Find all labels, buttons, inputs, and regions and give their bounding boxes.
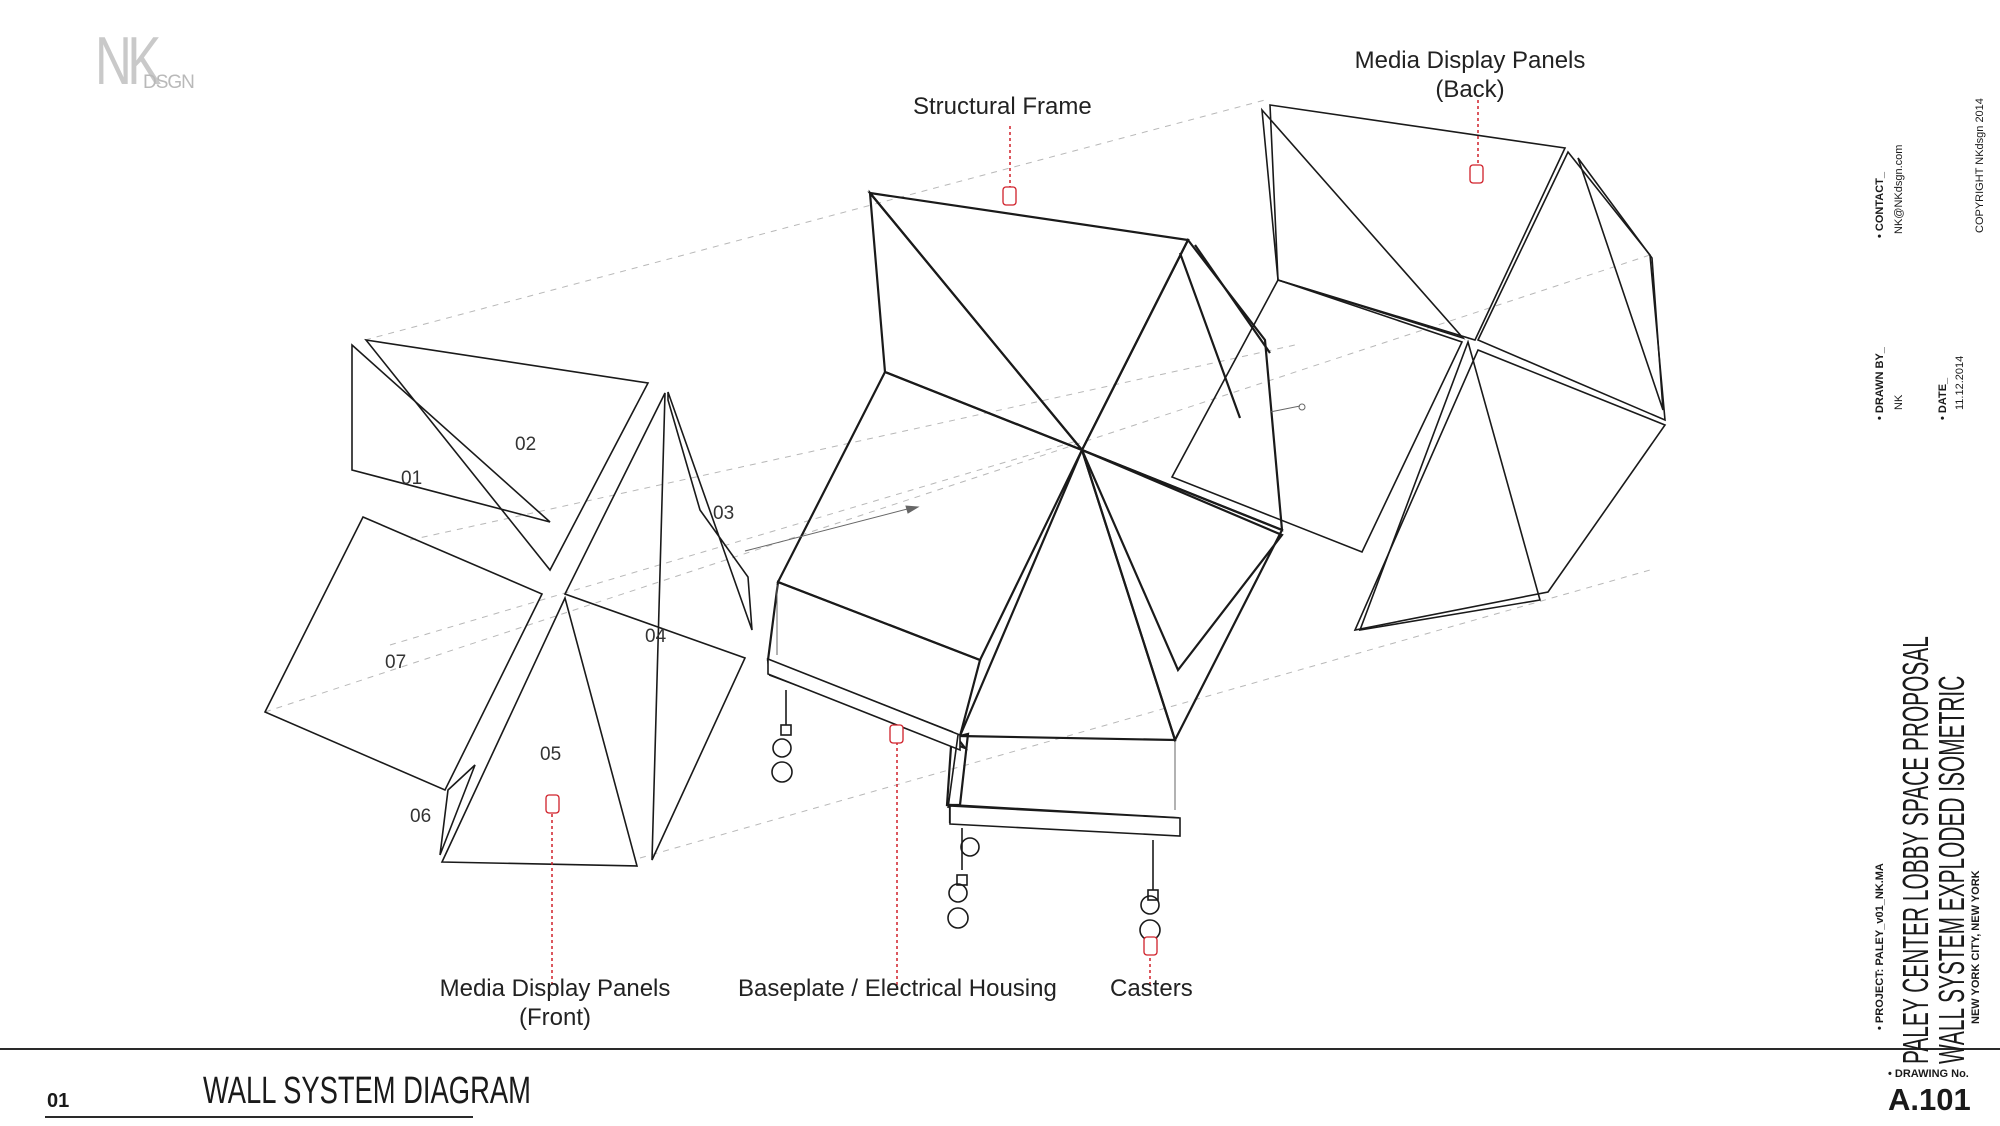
assembly-arrows: [744, 403, 1306, 810]
sheet-title-underline: [45, 1116, 473, 1118]
label-media-back-line1: Media Display Panels: [1354, 47, 1586, 74]
sheet-number: 01: [47, 1090, 70, 1112]
label-casters: Casters: [1110, 975, 1193, 1002]
panel-05: [440, 595, 639, 867]
sheet-border-line: [0, 1048, 2000, 1050]
project-location: NEW YORK CITY, NEW YORK: [1970, 870, 1982, 1024]
panel-number-labels: 01 02 03 04 05 06 07: [385, 434, 734, 827]
label-media-back: Media Display Panels (Back): [1340, 46, 1600, 104]
panel-number-03: 03: [713, 503, 734, 524]
caster-wheel-icon: [947, 828, 969, 929]
project-title-line2: WALL SYSTEM EXPLODED ISOMETRIC: [1931, 675, 1972, 1064]
project-label: • PROJECT: PALEY_v01_NK.MA: [1874, 863, 1886, 1030]
contact-value: NK@NKdsgn.com: [1893, 144, 1905, 234]
hand-pointer-icon: [1469, 164, 1484, 184]
caster-wheel-icon: [1139, 840, 1161, 941]
label-media-front: Media Display Panels (Front): [425, 974, 685, 1032]
panel-06: [439, 764, 476, 856]
date-label-text: DATE_: [1937, 377, 1949, 414]
drawn-by-value: NK: [1893, 394, 1905, 410]
drawing-number-label-text: DRAWING No.: [1894, 1068, 1969, 1080]
panel-number-02: 02: [515, 434, 536, 455]
logo-subtext: DSGN: [143, 72, 195, 93]
drawn-by-label-text: DRAWN BY_: [1874, 347, 1886, 414]
date-value: 11.12.2014: [1954, 355, 1966, 410]
panel-07: [263, 515, 544, 792]
nk-dsgn-logo: NK DSGN: [95, 22, 235, 102]
caster-wheel-icon: [960, 837, 980, 857]
drawn-by-label: • DRAWN BY_: [1874, 347, 1886, 420]
label-media-front-line1: Media Display Panels: [439, 975, 671, 1002]
hand-pointer-icons: [545, 164, 1484, 956]
logo-mark: NK: [95, 23, 161, 99]
alignment-guides: [264, 99, 1651, 859]
sheet-title: WALL SYSTEM DIAGRAM: [203, 1070, 531, 1112]
label-structural-frame: Structural Frame: [913, 93, 1092, 120]
hand-pointer-icon: [1143, 936, 1158, 956]
panel-number-04: 04: [645, 626, 667, 647]
hand-pointer-icon: [889, 724, 904, 744]
label-media-back-line2: (Back): [1435, 76, 1505, 103]
casters: [771, 690, 1161, 941]
panel-number-06: 06: [410, 806, 431, 827]
date-label: • DATE_: [1937, 377, 1949, 420]
drawing-number-label: • DRAWING No.: [1888, 1068, 1969, 1080]
baseplate-electrical-housing: [767, 657, 1181, 837]
contact-label: • CONTACT_: [1874, 172, 1886, 238]
structural-frame: [766, 189, 1284, 835]
drawing-number: A.101: [1888, 1082, 1971, 1117]
panel-number-07: 07: [385, 652, 406, 673]
panel-02: [364, 338, 650, 572]
back-panels: [1170, 104, 1667, 632]
panel-04: [563, 392, 747, 861]
project-title-line1: PALEY CENTER LOBBY SPACE PROPOSAL: [1895, 636, 1936, 1064]
label-baseplate: Baseplate / Electrical Housing: [738, 975, 1057, 1002]
hand-pointer-icon: [545, 794, 560, 814]
copyright-text: COPYRIGHT NKdsgn 2014: [1974, 98, 1986, 233]
label-media-front-line2: (Front): [519, 1004, 591, 1031]
panel-01: [351, 343, 551, 523]
panel-number-05: 05: [540, 744, 561, 765]
contact-label-text: CONTACT_: [1874, 172, 1886, 232]
panel-03: [667, 391, 753, 631]
panel-number-01: 01: [401, 468, 422, 489]
project-label-text: PROJECT: PALEY_v01_NK.MA: [1874, 863, 1886, 1024]
hand-pointer-icon: [1002, 186, 1017, 206]
caster-wheel-icon: [771, 690, 793, 783]
exploded-isometric-diagram: 01 02 03 04 05 06 07: [263, 99, 1667, 985]
front-panels: [263, 338, 753, 867]
